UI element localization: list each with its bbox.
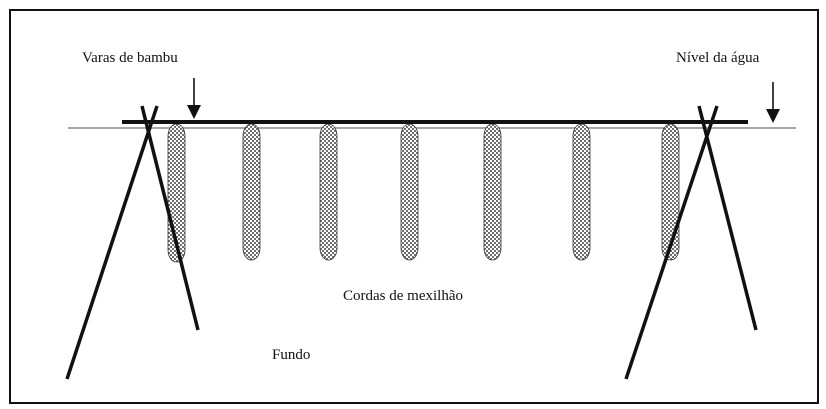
mussel-rope — [400, 123, 419, 261]
mussel-rope — [242, 123, 261, 261]
mussel-rope — [572, 123, 591, 261]
label-bottom: Fundo — [272, 347, 310, 363]
right-bamboo-pole-a — [624, 105, 719, 380]
left-bamboo-pole-b — [140, 105, 200, 331]
mussel-rope — [661, 123, 680, 261]
label-bamboo-poles: Varas de bambu — [82, 50, 178, 66]
mussel-rope — [483, 123, 502, 261]
label-mussel-ropes: Cordas de mexilhão — [343, 288, 463, 304]
mussel-ropes-group — [167, 123, 680, 263]
water-level-arrow — [766, 82, 780, 123]
left-bamboo-pole-a — [65, 105, 159, 380]
mussel-rope — [319, 123, 338, 261]
right-bamboo-pole-b — [697, 105, 758, 331]
bamboo-arrow — [187, 78, 201, 119]
label-water-level: Nível da água — [676, 50, 760, 66]
